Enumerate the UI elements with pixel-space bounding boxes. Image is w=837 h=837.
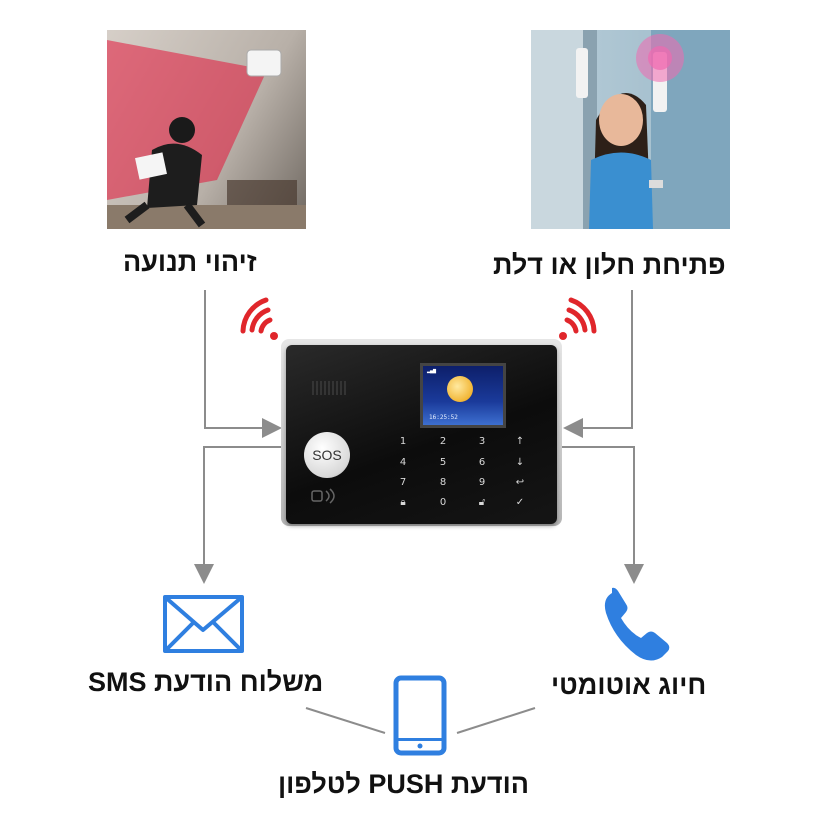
down-arrow-icon[interactable]: ↓	[515, 457, 525, 468]
motion-scene-illustration	[107, 40, 306, 229]
motion-detection-photo	[107, 30, 306, 229]
moon-icon	[447, 376, 473, 402]
key-8[interactable]: 8	[439, 477, 447, 488]
panel-to-call-arrow	[561, 446, 644, 584]
key-7[interactable]: 7	[399, 477, 407, 488]
alarm-control-panel: ▂▄▆ 16:25:52 SOS 1 2 3 4 5 6 7 8 9 0 🔒︎ …	[286, 345, 557, 524]
speaker-grille	[312, 381, 348, 395]
sms-message-label: משלוח הודעת SMS	[88, 667, 324, 697]
up-arrow-icon[interactable]: ↑	[515, 436, 525, 447]
panel-to-sms-arrow	[194, 446, 283, 584]
door-to-panel-arrow	[563, 290, 633, 438]
key-5[interactable]: 5	[439, 457, 447, 468]
lcd-clock: 16:25:52	[429, 414, 458, 421]
key-1[interactable]: 1	[399, 436, 407, 447]
key-2[interactable]: 2	[439, 436, 447, 447]
key-3[interactable]: 3	[478, 436, 486, 447]
door-window-photo	[531, 30, 730, 229]
call-to-push-line	[456, 707, 536, 734]
door-window-label: פתיחת חלון או דלת	[493, 250, 726, 280]
confirm-check-icon[interactable]: ✓	[515, 497, 525, 508]
push-notification-label: הודעת PUSH לטלפון	[278, 769, 530, 799]
wifi-status-icon: ▂▄▆	[427, 368, 437, 374]
key-6[interactable]: 6	[478, 457, 486, 468]
back-icon[interactable]: ↩	[515, 477, 525, 488]
rfid-icon	[311, 488, 335, 504]
door-scene-illustration	[531, 30, 730, 229]
key-9[interactable]: 9	[478, 477, 486, 488]
motion-to-panel-arrow	[204, 290, 282, 438]
key-4[interactable]: 4	[399, 457, 407, 468]
arm-lock-icon[interactable]: 🔒︎	[400, 497, 406, 508]
sos-button[interactable]: SOS	[304, 432, 350, 478]
key-0[interactable]: 0	[439, 497, 447, 508]
disarm-unlock-icon[interactable]: 🔓︎	[478, 497, 486, 508]
sms-to-push-line	[305, 707, 386, 734]
lcd-screen: ▂▄▆ 16:25:52	[420, 363, 506, 428]
auto-dial-label: חיוג אוטומטי	[551, 670, 707, 700]
motion-detection-label: זיהוי תנועה	[123, 247, 257, 277]
